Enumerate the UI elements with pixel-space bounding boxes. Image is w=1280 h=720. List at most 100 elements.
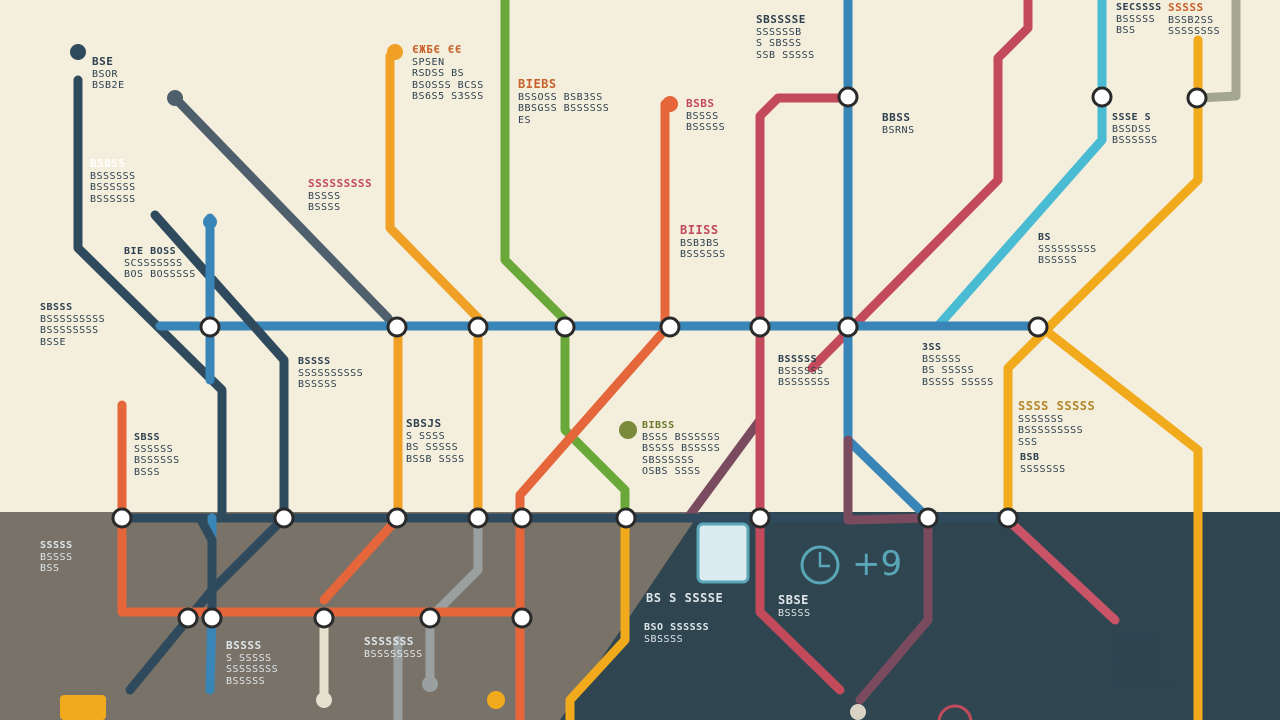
station-label-line: SPSEN [412,56,445,68]
station-label-heading: BIE BOSS [124,246,177,257]
station-label-heading: SSSSS [1168,1,1204,14]
station-label-line: BSSDSS [1112,123,1152,135]
station-label-line: BSSB SSSS [406,453,465,465]
station-label-heading: SBSE [778,593,809,607]
station-node[interactable] [313,607,335,629]
station-node[interactable] [419,607,441,629]
station-node[interactable] [749,507,771,529]
gold-bottom [565,515,630,720]
grey-stem [425,513,483,685]
station-node[interactable] [837,316,859,338]
station-node[interactable] [386,507,408,529]
olive-line [1193,0,1241,103]
station-node[interactable] [1186,87,1208,109]
station-node[interactable] [749,316,771,338]
station-label-line: SBSSSSSS [642,454,695,466]
station-label-line: SCSSSSSSS [124,257,183,269]
station-node[interactable] [511,507,533,529]
ticket-icon [60,695,106,720]
station-label-line: BSSSSS [922,353,962,365]
station-node[interactable] [1091,86,1113,108]
station-node[interactable] [177,607,199,629]
station-label-line: SSSSSSS [1018,413,1064,425]
station-node[interactable] [659,316,681,338]
navy-line [73,75,227,517]
station-node[interactable] [1027,316,1049,338]
station-node[interactable] [467,507,489,529]
station-label-line: BSSSSS [1116,13,1156,25]
station-node[interactable] [201,607,223,629]
station-label-line: SSSSSSS [1020,463,1066,475]
blue-terminal-dot [203,215,217,229]
station-label-line: BS SSSSS [406,442,459,454]
station-node[interactable] [199,316,221,338]
station-label-line: S SSSSS [226,652,272,664]
station-label-line: BSB2E [92,80,125,92]
station-node[interactable] [917,507,939,529]
station-label-heading: BSSSSS [778,354,818,365]
station-label-line: BOS BOSSSSS [124,269,196,280]
station-label-line: BSSSSSS [134,455,180,466]
orange-terminal-dot [387,44,403,60]
map-decorations: +9 [60,44,973,720]
station-label-line: BSSSSSSS [778,377,831,388]
station-label-heading: BSB [1020,452,1040,463]
station-node[interactable] [997,507,1019,529]
green-terminal-dot [619,421,637,439]
station-label-line: BSOR [92,68,119,80]
station-node[interactable] [111,507,133,529]
station-node[interactable] [615,507,637,529]
station-node[interactable] [511,607,533,629]
station-label[interactable]: BS S SSSSE [646,591,724,606]
station-label-line: BSSSSS [226,675,266,687]
station-label-line: SSSSSSB [756,26,802,38]
station-label-line: BSSSSSS [1112,644,1158,656]
station-label-heading: BS S SSSSE [646,591,724,605]
station-label-line: SSS [1018,436,1038,448]
station-label-line: SSSSSSSSSS [298,367,364,379]
station-label-line: BSSSSSSSS [1112,679,1171,691]
station-node[interactable] [386,316,408,338]
station-node[interactable] [467,316,489,338]
pink-line [1003,515,1120,625]
station-label-heading: SSSSSS [1112,631,1155,644]
station-label-line: BSSSSSS [90,170,136,182]
station-node[interactable] [554,316,576,338]
station-label-line: BSSSSSS [1112,667,1158,679]
station-label-line: SSSSSS [134,443,174,455]
station-label-line: SSSSSSSS [226,664,279,676]
station-label-line: SSB SSSSS [756,49,815,61]
station-node[interactable] [273,507,295,529]
station-node[interactable] [837,86,859,108]
